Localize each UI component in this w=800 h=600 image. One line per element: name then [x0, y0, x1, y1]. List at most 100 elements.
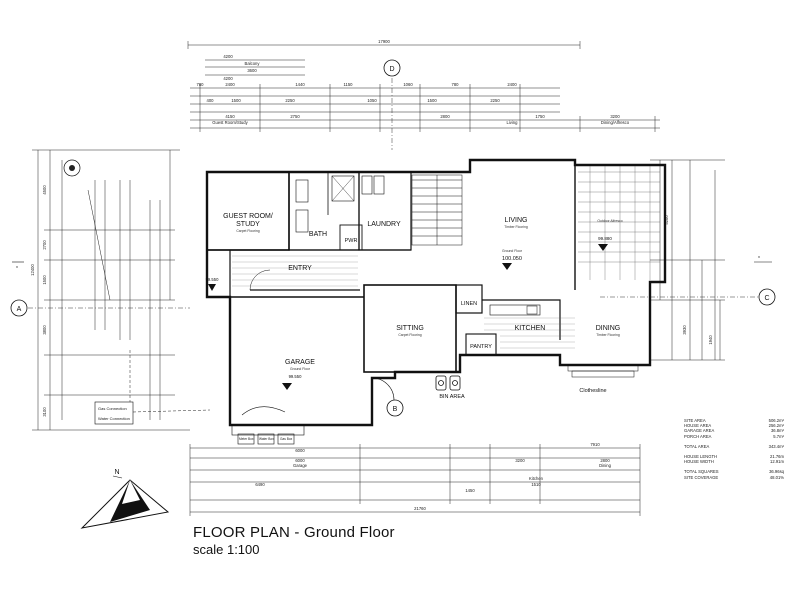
bin-area-bins [435, 375, 461, 391]
dim-bottom-row3-a: 6490 [255, 482, 265, 487]
dim-left-a: 4500 [42, 185, 47, 195]
dim-bottom-row1-b: 7910 [590, 442, 600, 447]
dim-bottom-label-garage: Garage [293, 463, 308, 468]
dim-top-overall: 17900 [378, 39, 390, 44]
dim-right-b: 3930 [682, 325, 687, 335]
room-guest-label: GUEST ROOM/ [223, 213, 273, 220]
grid-marker-c: C [600, 288, 776, 306]
dim-bottom-row2-a: 6000 [295, 458, 305, 463]
right-dimension-strings [650, 159, 725, 361]
section-mark-right: x [758, 254, 760, 259]
grid-marker-a-letter: A [17, 306, 22, 313]
dim-top-row2-g: 2400 [507, 82, 517, 87]
alfresco-pergola-grid [578, 166, 660, 280]
connection-box [94, 401, 134, 425]
dim-left-c: 1500 [42, 275, 47, 285]
level-living-caption: Ground Floor [502, 249, 523, 253]
dim-top-row2-c: 1440 [295, 82, 305, 87]
water-box-label: Water Box [259, 437, 274, 441]
dim-top-row3-c: 2250 [285, 98, 295, 103]
dim-top-row3-a: 400 [207, 98, 215, 103]
dim-top-row2-a: 780 [197, 82, 205, 87]
dim-bottom-row1-a: 6000 [295, 448, 305, 453]
dim-bottom-row3-c: 1510 [531, 482, 541, 487]
tree-center [69, 165, 75, 171]
dim-top-row1-label: Balcony [245, 61, 261, 66]
dim-top-row4-d: 1750 [535, 114, 545, 119]
grid-marker-d: D [383, 59, 401, 150]
rear-steps [567, 364, 639, 378]
room-guest-sub: Carpet Flooring [236, 229, 259, 233]
room-entry-label: ENTRY [288, 265, 312, 272]
dim-top-row4-a: 4150 [225, 114, 235, 119]
dim-right-c: 1940 [708, 335, 713, 345]
room-laundry-label: LAUNDRY [367, 221, 401, 228]
level-dining-value: 99.880 [598, 236, 612, 241]
north-arrow-letter: N [114, 469, 119, 476]
grid-marker-c-letter: C [764, 295, 769, 302]
top-dimension-strings [187, 41, 660, 132]
room-sitting-label: SITTING [396, 325, 424, 332]
dim-bottom-row2-b: 3200 [515, 458, 525, 463]
room-dining-label: DINING [596, 325, 621, 332]
room-guest-label2: STUDY [236, 221, 260, 228]
dim-top-row2-f: 780 [452, 82, 460, 87]
dim-top-row3-e: 1500 [427, 98, 437, 103]
dim-left-d: 3800 [42, 325, 47, 335]
room-kitchen-label: KITCHEN [515, 325, 546, 332]
dim-right-a: 5200 [664, 215, 669, 225]
grid-marker-b: B [386, 399, 404, 417]
level-living-value: 100.050 [502, 256, 522, 262]
gas-box-label: Gas Box [280, 437, 293, 441]
section-mark-left: x [16, 264, 18, 269]
dim-bottom-overall: 21760 [414, 506, 426, 511]
dim-top-row4-e: 3200 [610, 114, 620, 119]
title-block: FLOOR PLAN - Ground Floor scale 1:100 [193, 524, 453, 557]
dim-left-e: 3100 [42, 407, 47, 417]
room-bin-label: BIN AREA [439, 394, 465, 400]
level-garage-value: 99.550 [289, 374, 302, 379]
dim-top-row1-a: 4200 [223, 54, 233, 59]
dim-top-row4-c: 2800 [440, 114, 450, 119]
room-garage-label: GARAGE [285, 359, 315, 366]
grid-marker-d-letter: D [389, 66, 394, 73]
level-entry-value: 99.550 [206, 277, 219, 282]
dim-top-row1-b: 3600 [247, 68, 257, 73]
clothesline-label: Clothesline [579, 388, 606, 394]
dim-bottom-row3-b: 1450 [465, 488, 475, 493]
dim-top-row2-e: 1060 [403, 82, 413, 87]
grid-marker-a: A [10, 299, 190, 317]
north-arrow: N [80, 469, 170, 529]
room-pantry-label: PANTRY [470, 344, 492, 350]
room-dining-sub: Timber Flooring [596, 333, 620, 337]
room-pwr-label: PWR [345, 238, 358, 244]
dim-top-row2-b: 2400 [225, 82, 235, 87]
dim-bottom-label-dining: Dining [599, 463, 612, 468]
bottom-dimension-strings [189, 444, 641, 516]
dim-top-row1-c: 4200 [223, 76, 233, 81]
room-garage-sub: Ground Floor [290, 367, 311, 371]
dim-top-row3-d: 1050 [367, 98, 377, 103]
tree-symbol [63, 159, 81, 177]
dim-top-row4-label-a: Guest Room/Study [212, 120, 248, 125]
room-linen-label: LINEN [461, 301, 477, 307]
dim-top-row3-f: 2250 [490, 98, 500, 103]
room-alfresco-label: Outdoor Alfresco [597, 219, 622, 223]
plan-scale: scale 1:100 [193, 542, 260, 557]
front-porch [231, 424, 305, 445]
room-bath-label: BATH [309, 231, 327, 238]
room-sitting-sub: Carpet Flooring [398, 333, 421, 337]
grid-marker-b-letter: B [393, 406, 398, 413]
dim-top-row4-b: 2750 [290, 114, 300, 119]
left-dimension-strings [32, 149, 190, 431]
level-markers [208, 244, 608, 390]
